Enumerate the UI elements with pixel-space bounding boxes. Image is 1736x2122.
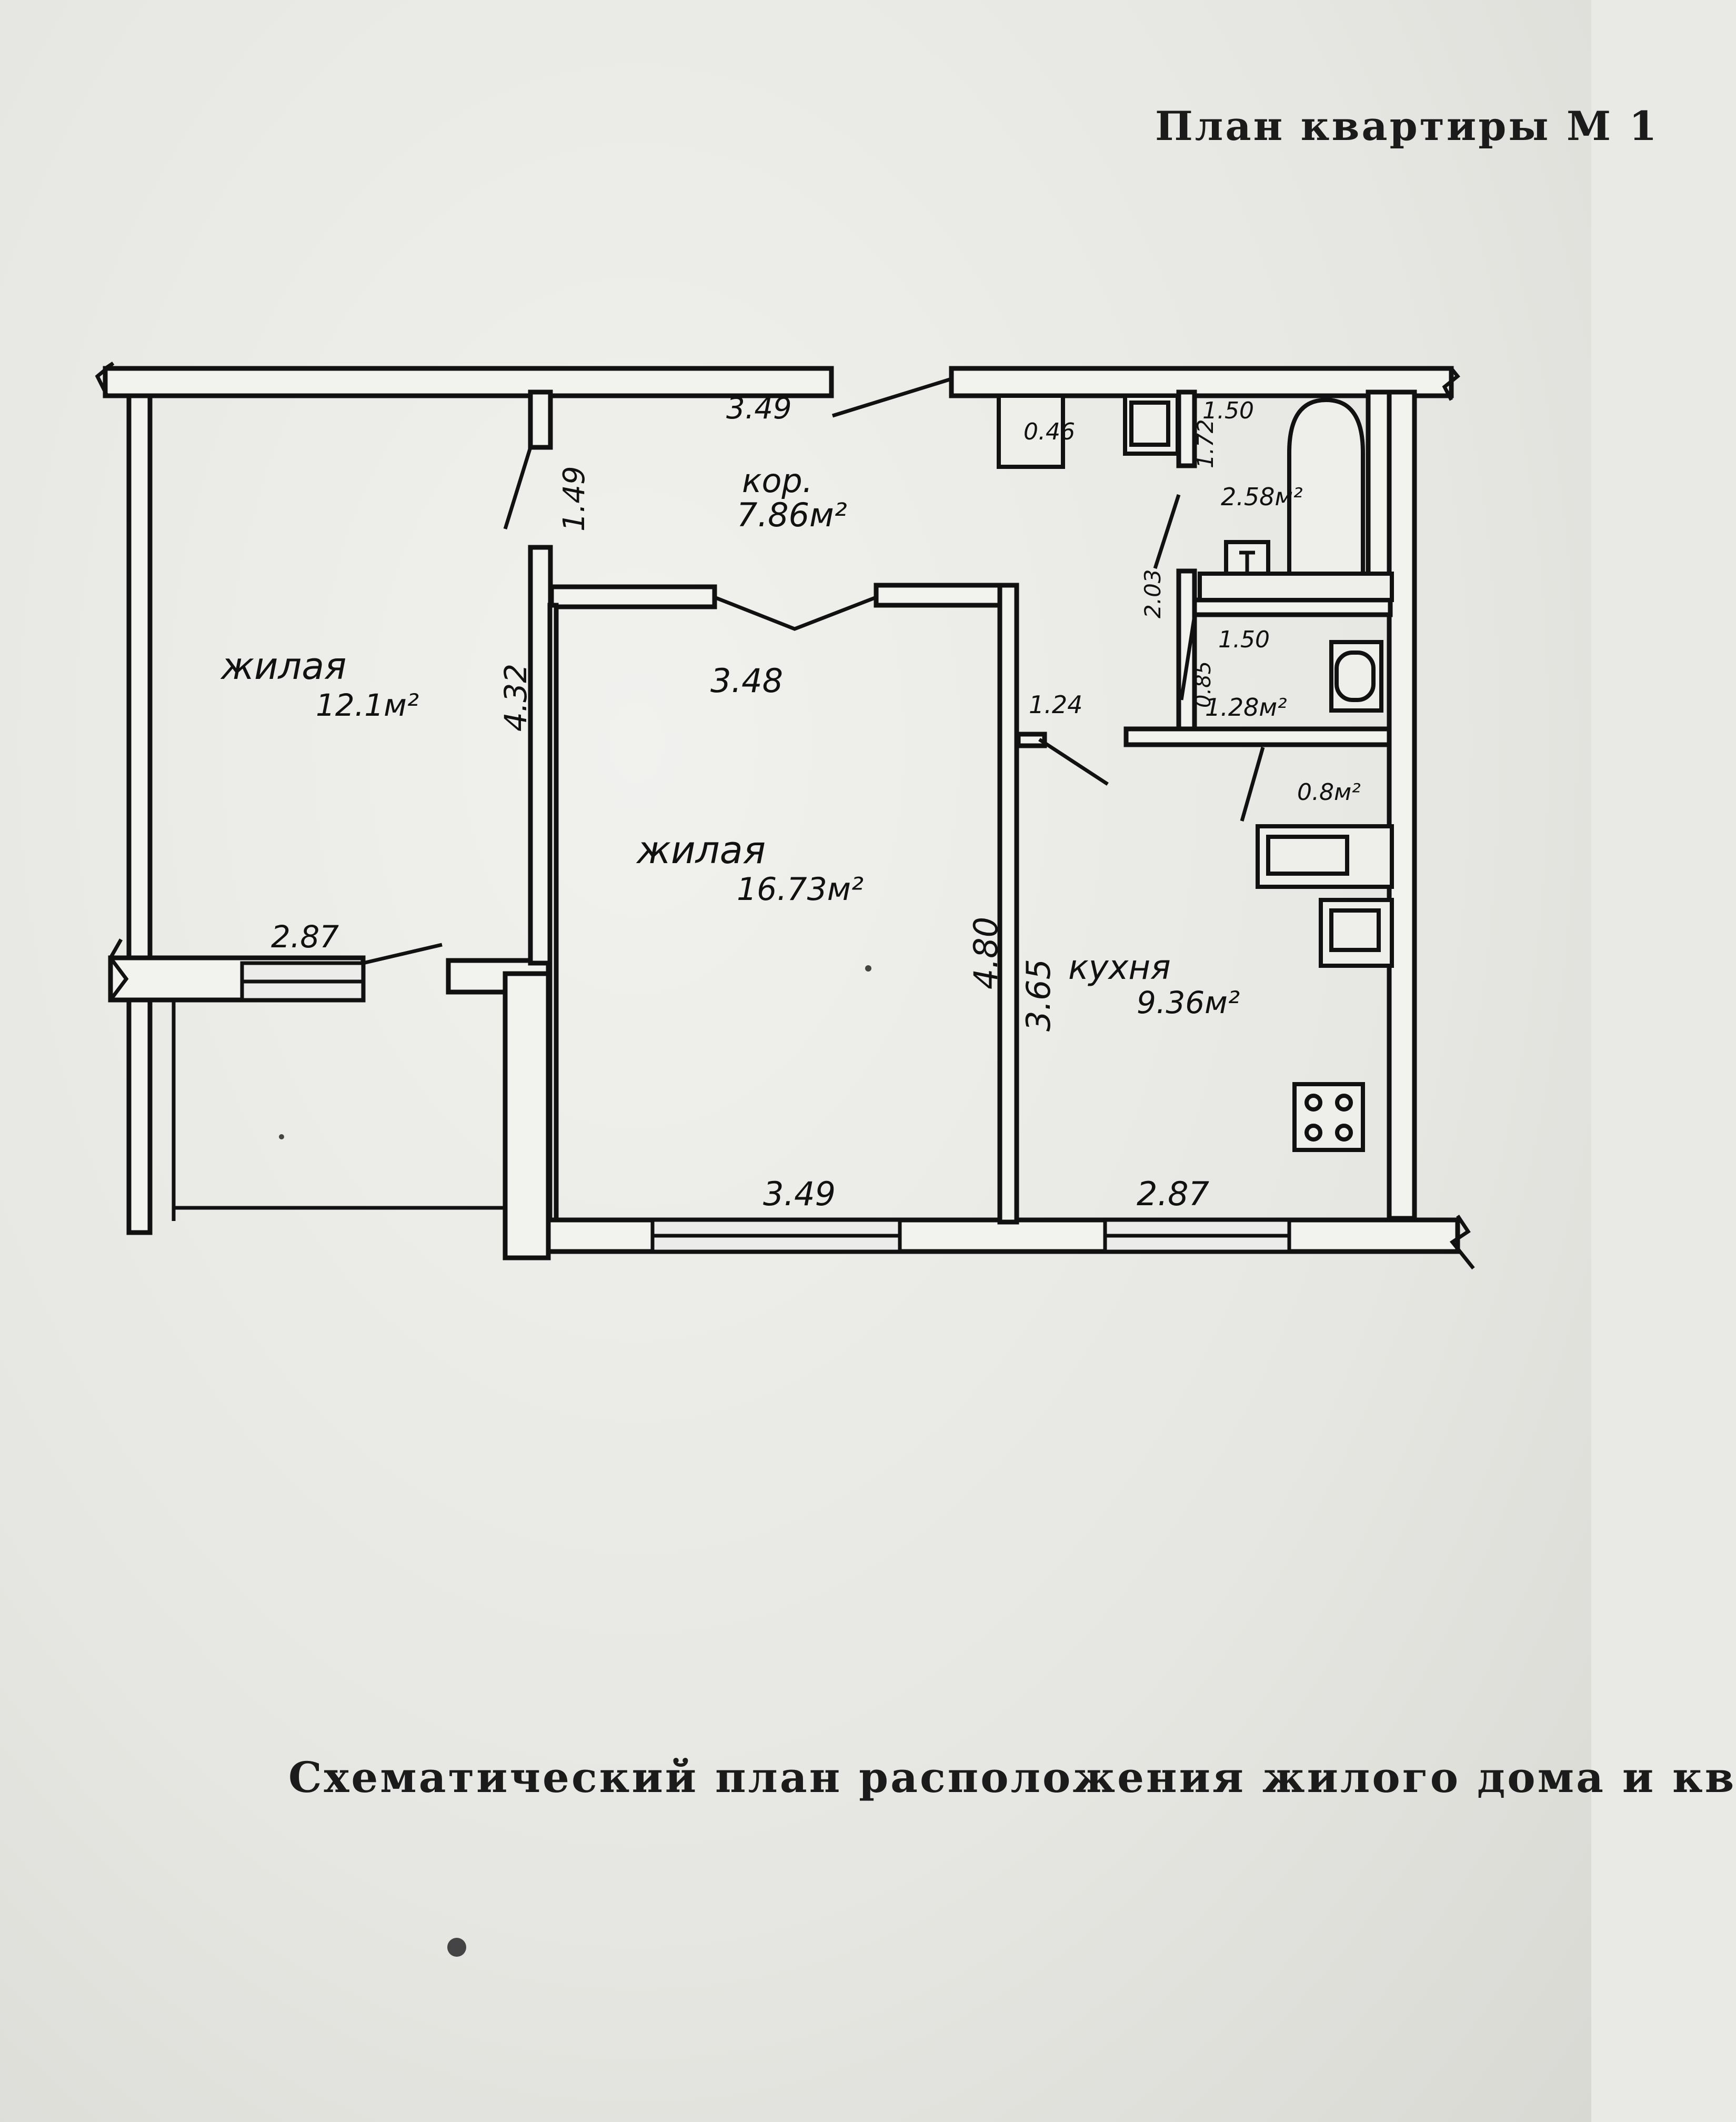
dim-living-small-depth: 4.32 (498, 664, 534, 732)
bathtub (1287, 397, 1365, 600)
corridor-door-jamb (528, 389, 553, 450)
right-wall (1387, 389, 1417, 1221)
toilet-area: 1.28м² (1205, 693, 1287, 722)
stove-burner-1 (1304, 1094, 1322, 1112)
living-small-area: 12.1м² (316, 687, 419, 723)
speck (279, 1134, 284, 1139)
closet-box (997, 394, 1065, 469)
dim-corridor-door: 1.49 (557, 466, 591, 532)
bath-toilet-divider (1192, 597, 1393, 617)
kitchen-sink-basin (1266, 835, 1349, 876)
bottom-wall (503, 1217, 1460, 1254)
corridor-label: кор. (742, 462, 812, 500)
kitchen-stove (1292, 1082, 1365, 1152)
dim-bathroom-width: 1.50 (1202, 397, 1254, 424)
dim-kitchen-depth: 3.65 (1019, 959, 1058, 1032)
door-pantry-leaf (1240, 747, 1265, 822)
living-large-area: 16.73м² (737, 871, 864, 908)
living-kitchen-wall (997, 583, 1019, 1225)
pantry-area: 0.8м² (1297, 779, 1361, 806)
door-balcony-leaf (363, 943, 443, 965)
bath-corridor-wall (1176, 389, 1197, 468)
break-mark-balcony (108, 938, 129, 1002)
bath-toilet-wall (1176, 568, 1197, 732)
dim-bathroom-depth: 1.72 (1192, 419, 1218, 468)
dim-kitchen-door: 1.24 (1029, 690, 1082, 719)
dim-toilet-width: 1.50 (1218, 626, 1270, 653)
dim-living-large-top: 3.48 (710, 662, 783, 700)
bathroom-area: 2.58м² (1221, 483, 1303, 511)
kitchen-cabinet-inner (1329, 908, 1381, 952)
dim-living-small-width: 2.87 (271, 919, 339, 955)
door-small-room-leaf (503, 446, 533, 530)
paper-specks (279, 965, 871, 1957)
corridor-area: 7.86м² (737, 496, 847, 534)
bath-shelf (1198, 572, 1394, 602)
plan-heading: План квартиры М 1 (1155, 103, 1659, 149)
kitchen-door-stub (1016, 732, 1047, 748)
door-entrance-leaf (831, 377, 952, 418)
doors (363, 377, 1265, 965)
closet-area: 0.46 (1023, 418, 1075, 445)
dim-toilet-depth: 0.85 (1191, 661, 1216, 708)
stove-burner-4 (1335, 1124, 1353, 1142)
floor-plan-drawing: жилая 12.1м² жилая 16.73м² кор. 7.86м² к… (95, 362, 1475, 1957)
fixtures (997, 394, 1394, 1152)
door-kitchen-leaf (1038, 738, 1109, 786)
dim-living-large-depth: 4.80 (967, 917, 1005, 989)
top-wall-left (103, 366, 834, 398)
balcony-side-wall (503, 971, 551, 1260)
dim-living-large-bottom: 3.49 (763, 1175, 836, 1213)
stove-burner-3 (1304, 1124, 1322, 1142)
kitchen-label: кухня (1068, 948, 1171, 987)
page-caption: Схематический план расположения жилого д… (288, 1753, 1736, 1802)
kitchen-top-wall (1123, 726, 1392, 747)
bath-right-wall (1366, 389, 1392, 595)
living-top-wall-left (549, 584, 717, 609)
living-top-wall-right (874, 583, 1010, 608)
exterior-walls (95, 362, 1475, 1270)
left-wall (126, 393, 153, 1235)
speck (865, 965, 871, 972)
living-small-label: жилая (220, 645, 346, 688)
partition-small-large (528, 545, 553, 966)
windows (240, 961, 1291, 1254)
toilet-seat (1334, 650, 1376, 702)
kitchen-area: 9.36м² (1137, 985, 1240, 1020)
dimension-labels: 3.49 1.49 4.32 2.87 3.48 3.49 4.80 3.65 … (271, 392, 1270, 1213)
interior-walls (528, 389, 1393, 1225)
stove-burner-2 (1335, 1094, 1353, 1112)
door-toilet-leaf (1179, 615, 1197, 700)
door-bath-leaf (1153, 494, 1181, 569)
living-left-liner (547, 603, 559, 1223)
shaft-inner (1129, 401, 1170, 447)
break-mark-top-right (1442, 367, 1460, 401)
dim-kitchen-width: 2.87 (1137, 1175, 1209, 1213)
dim-corridor-width: 3.49 (726, 392, 792, 426)
break-mark-bottom-right (1449, 1215, 1475, 1270)
living-large-label: жилая (636, 828, 766, 872)
speck (447, 1938, 466, 1957)
room-labels: жилая 12.1м² жилая 16.73м² кор. 7.86м² к… (220, 418, 1361, 1020)
break-mark-top-left (95, 362, 115, 398)
door-living-double-leaf (714, 595, 877, 631)
dim-bath-corridor: 2.03 (1140, 569, 1166, 618)
